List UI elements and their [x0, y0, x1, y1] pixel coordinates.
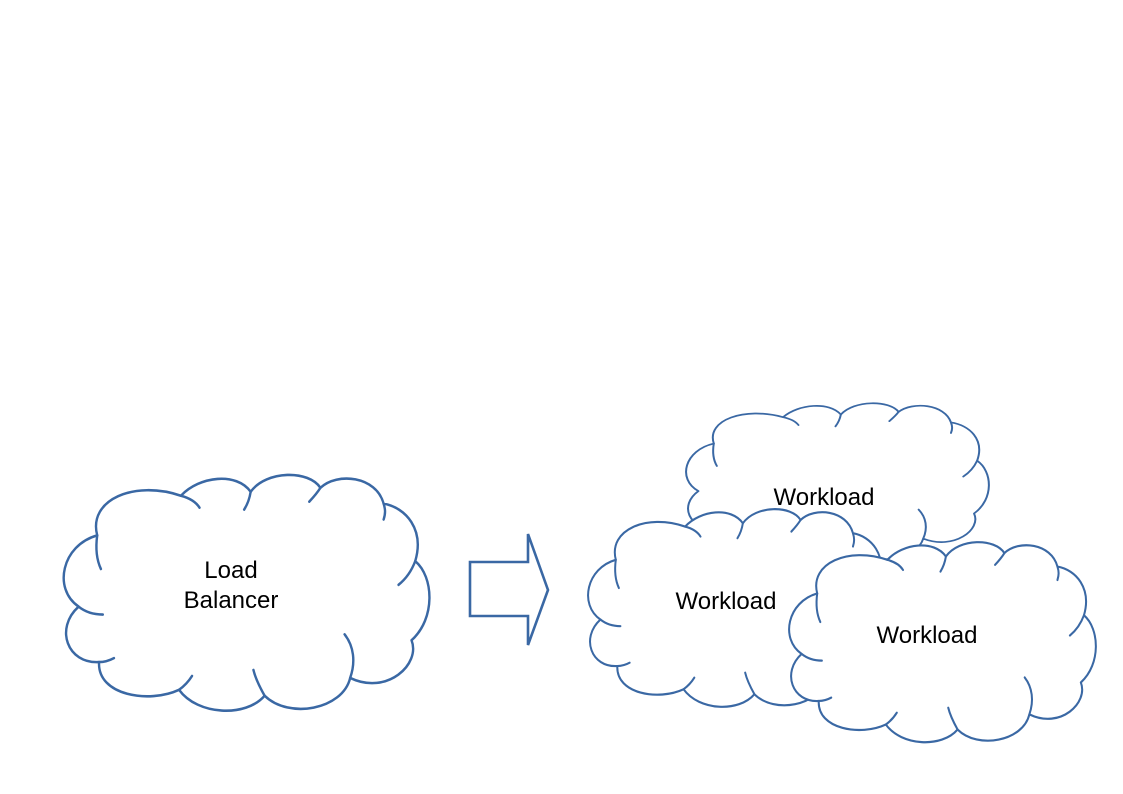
workload-label-top: Workload	[773, 484, 875, 511]
workload-label-right: Workload	[876, 622, 978, 649]
workload-cloud-right	[788, 541, 1097, 744]
right-arrow-connector	[468, 533, 550, 646]
workload-cloud-left	[586, 508, 892, 708]
load-balancer-label-line2: Balancer	[183, 587, 279, 614]
load-balancer-label-line1: Load	[204, 557, 258, 584]
load-balancer-label: Load Balancer	[184, 556, 279, 616]
load-balancer-cloud	[62, 473, 431, 712]
workload-cloud-top	[685, 402, 990, 562]
workload-label-left: Workload	[675, 588, 777, 615]
